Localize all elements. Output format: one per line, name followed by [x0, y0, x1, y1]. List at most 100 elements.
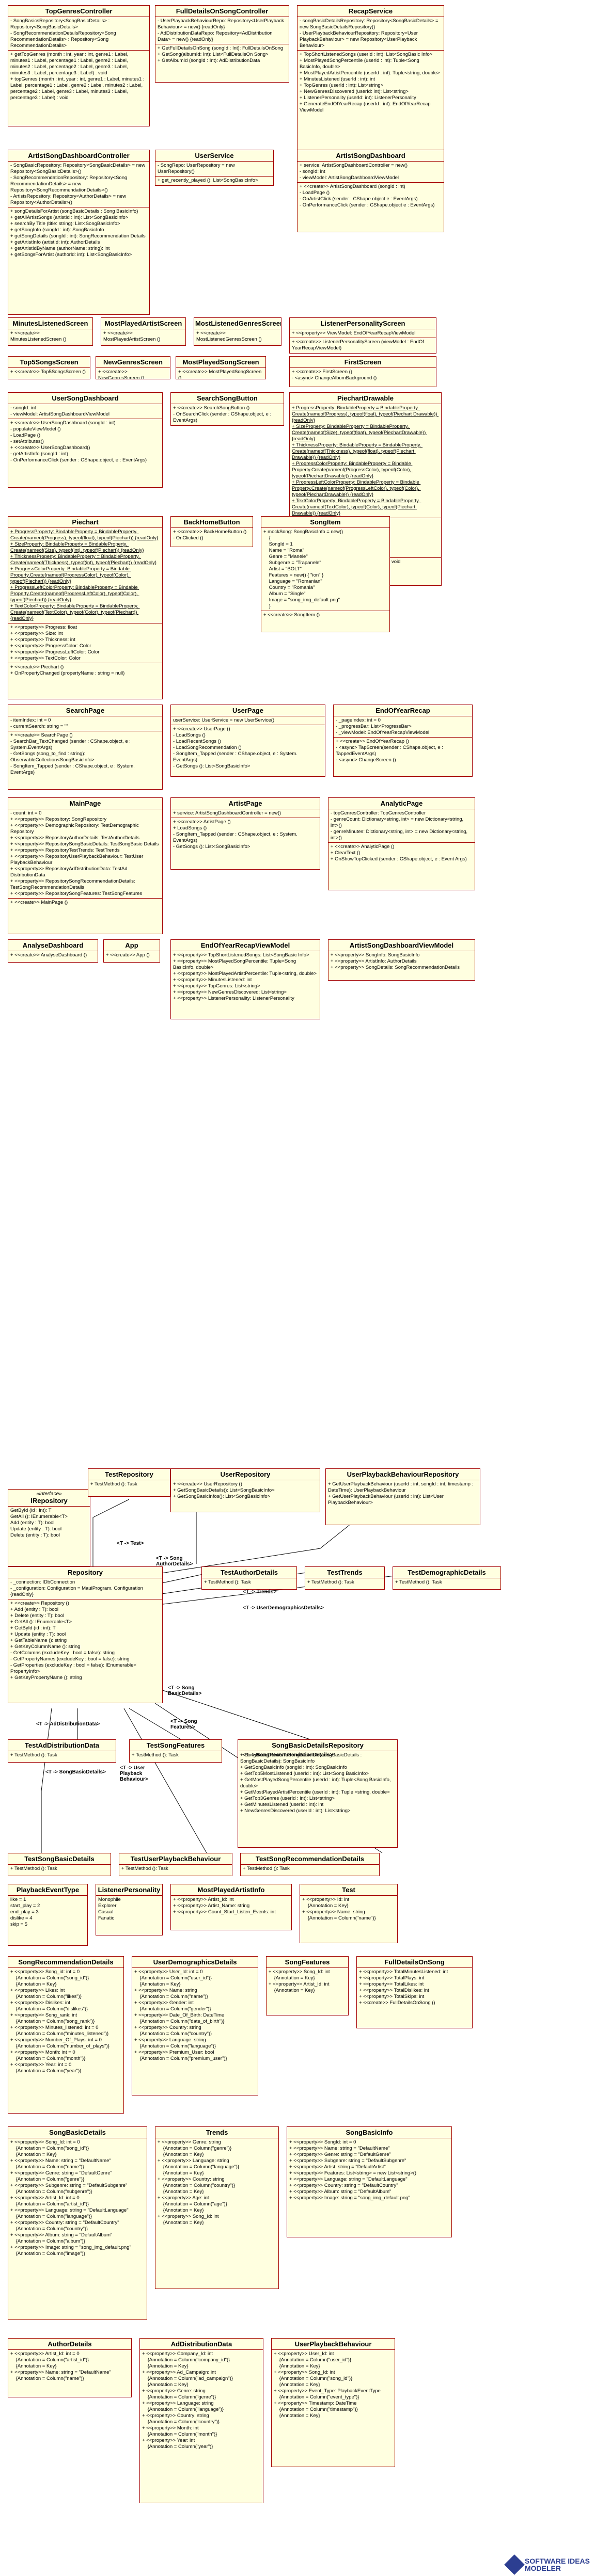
class-member: {Annotation = Column("date_of_birth")}: [134, 2019, 225, 2024]
class-member: - _viewModel: EndOfYearRecapViewModel: [336, 730, 430, 735]
class-box-analyticpage[interactable]: AnalyticPage- topGenresController: TopGe…: [328, 797, 475, 890]
class-box-addistributiondata[interactable]: AdDistributionData+ <<property>> Company…: [139, 2338, 263, 2503]
class-box-app[interactable]: App+ <<create>> App (): [103, 939, 160, 963]
class-member: - topGenresController: TopGenresControll…: [331, 810, 426, 816]
class-box-songbasicdetailsrepository[interactable]: SongBasicDetailsRepository+ SongBasicDet…: [238, 1739, 398, 1848]
class-member: + <<property>> ArtistInfo: AuthorDetails: [331, 958, 417, 964]
class-box-mostplayedartistinfo[interactable]: MostPlayedArtistInfo+ <<property>> Artis…: [170, 1884, 292, 1930]
class-name: AnalyseDashboard: [22, 941, 84, 949]
class-member: + <<property>> Number_Of_Plays: int = 0: [10, 2037, 102, 2043]
class-box-mainpage[interactable]: MainPage- count: int = 0+ <<property>> R…: [8, 797, 163, 934]
class-box-userrepository[interactable]: UserRepository+ <<create>> UserRepositor…: [170, 1468, 320, 1512]
class-box-usersongdashboard[interactable]: UserSongDashboard- songId: int- viewMode…: [8, 392, 163, 488]
class-box-songbasicdetails[interactable]: SongBasicDetails+ <<property>> Song_Id: …: [8, 2126, 147, 2320]
class-member: + <<property>> ProgressColor: Color: [10, 643, 91, 649]
class-box-searchpage[interactable]: SearchPage- itemIndex: int = 0- currentS…: [8, 705, 163, 790]
class-box-authordetails[interactable]: AuthorDetails+ <<property>> Artist_Id: i…: [8, 2338, 132, 2397]
class-box-firstscreen[interactable]: FirstScreen+ <<create>> FirstScreen ()- …: [289, 356, 436, 387]
class-box-artistsongdashboardcontroller[interactable]: ArtistSongDashboardController- SongBasic…: [8, 150, 150, 315]
class-member: + <<create>> Piechart (): [10, 664, 64, 670]
class-member: Fanatic: [98, 1915, 115, 1921]
class-member: + <<property>> Country: string: [134, 2025, 201, 2030]
class-box-endofyearrecapviewmodel[interactable]: EndOfYearRecapViewModel+ <<property>> To…: [170, 939, 320, 1019]
class-member: + service: ArtistSongDashboardController…: [300, 163, 408, 168]
class-box-testsongfeatures[interactable]: TestSongFeatures+ TestMethod (): Task: [129, 1739, 222, 1763]
class-member: Subgenre = "Trapanele": [263, 560, 321, 566]
class-box-userplaybackbehaviourrepository[interactable]: UserPlaybackBehaviourRepository+ GetUser…: [325, 1468, 480, 1525]
class-title: UserRepository: [171, 1469, 320, 1480]
class-box-piechart[interactable]: Piechart+ ProgressProperty: BindableProp…: [8, 516, 163, 699]
class-box-endofyearrecap[interactable]: EndOfYearRecap- _pageIndex: int = 0- _pr…: [333, 705, 473, 777]
class-box-testtrends[interactable]: TestTrends+ TestMethod (): Task: [305, 1566, 385, 1590]
class-box-recapservice[interactable]: RecapService- songBasicDetailsRepository…: [297, 5, 444, 163]
class-section: userService: UserService = new UserServi…: [171, 716, 325, 725]
class-section: - UserPlaybackBehaviourRepo: Repository<…: [155, 17, 289, 44]
class-member: {Annotation = Column("ad_campaign")}: [142, 2376, 233, 2381]
class-box-artistpage[interactable]: ArtistPage+ service: ArtistSongDashboard…: [170, 797, 320, 870]
class-box-songfeatures[interactable]: SongFeatures+ <<property>> Song_Id: int …: [266, 1956, 349, 2015]
class-box-songbasicinfo[interactable]: SongBasicInfo+ <<property>> SongId: int …: [287, 2126, 452, 2237]
class-box-testauthordetails[interactable]: TestAuthorDetails+ TestMethod (): Task: [201, 1566, 297, 1590]
class-section: + <<create>> UserSongDashboard (songId :…: [8, 419, 162, 465]
class-member: + <<property>> Artist_Id: int: [269, 1981, 330, 1987]
class-member: + <<property>> Event_Type: PlaybackEvent…: [274, 2388, 381, 2394]
class-member: - OnPerformanceClick (sender : CShape.ob…: [10, 457, 147, 463]
class-member: {Annotation = Column("age")}: [158, 2201, 227, 2207]
class-member: + <<property>> TopGenres: List<string>: [173, 983, 260, 989]
class-member: + TestMethod (): Task: [132, 1752, 179, 1758]
class-box-userplaybackbehaviour[interactable]: UserPlaybackBehaviour+ <<property>> User…: [271, 2338, 395, 2467]
class-box-mostplayedsongscreen[interactable]: MostPlayedSongScreen+ <<create>> MostPla…: [176, 356, 266, 379]
class-member: + <<property>> TotalPlays: int: [359, 1975, 425, 1981]
class-section: + <<create>> MostPlayedArtistScreen (): [101, 329, 185, 344]
class-box-mostlistenedgenresscreen[interactable]: MostListenedGenresScreen+ <<create>> Mos…: [194, 317, 281, 346]
class-member: {Annotation = Key}: [158, 2152, 204, 2157]
class-title: MostPlayedArtistInfo: [171, 1884, 291, 1896]
class-box-analysedashboard[interactable]: AnalyseDashboard+ <<create>> AnalyseDash…: [8, 939, 98, 963]
class-box-testaddistributiondata[interactable]: TestAdDistributionData+ TestMethod (): T…: [8, 1739, 116, 1763]
class-box-test[interactable]: Test+ <<property>> Id: int {Annotation =…: [300, 1884, 398, 1943]
class-title: TestRepository: [88, 1469, 170, 1480]
class-member: + get_recently_played (): List<SongBasic…: [158, 178, 258, 183]
class-member: + <<property>> Count_Start_Listen_Events…: [173, 1909, 276, 1915]
class-box-fulldetailsonsongcontroller[interactable]: FullDetailsOnSongController- UserPlaybac…: [155, 5, 289, 83]
class-member: + <<property>> ListenerPersonality: List…: [173, 996, 294, 1001]
class-box-repository[interactable]: Repository- _connection: IDbConnection- …: [8, 1566, 163, 1703]
class-member: {Annotation = Column("artist_id")}: [10, 2357, 89, 2363]
class-box-testsongbasicdetails[interactable]: TestSongBasicDetails+ TestMethod (): Tas…: [8, 1853, 111, 1876]
class-box-testdemographicdetails[interactable]: TestDemographicDetails+ TestMethod (): T…: [393, 1566, 501, 1590]
class-box-userdemographicsdetails[interactable]: UserDemographicsDetails+ <<property>> Us…: [132, 1956, 258, 2095]
class-box-testsongrecommendationdetails[interactable]: TestSongRecommendationDetails+ TestMetho…: [240, 1853, 380, 1876]
class-box-topgenrescontroller[interactable]: TopGenresController- SongBasicsRepositor…: [8, 5, 150, 126]
class-box-listenerpersonalityscreen[interactable]: ListenerPersonalityScreen+ <<property>> …: [289, 317, 436, 354]
class-box-artistsongdashboard[interactable]: ArtistSongDashboard+ service: ArtistSong…: [297, 150, 444, 232]
class-box-backhomebutton[interactable]: BackHomeButton+ <<create>> BackHomeButto…: [170, 516, 253, 547]
class-member: + <<property>> Song_Id: int = 0: [10, 2139, 80, 2145]
class-member: {Annotation = Column("name")}: [10, 2164, 84, 2170]
class-member: GetById (id : int): T: [10, 1508, 52, 1513]
class-member: - SongRepo: UserRepository = new UserRep…: [158, 163, 237, 174]
class-box-songrecommendationdetails[interactable]: SongRecommendationDetails+ <<property>> …: [8, 1956, 124, 2114]
class-box-testuserplaybackbehaviour[interactable]: TestUserPlaybackBehaviour+ TestMethod ()…: [119, 1853, 232, 1876]
class-title: ListenerPersonalityScreen: [290, 318, 436, 329]
class-box-trends[interactable]: Trends+ <<property>> Genre: string {Anno…: [155, 2126, 279, 2289]
class-member: + <<property>> ProgressLeftColor: Color: [10, 649, 100, 655]
class-member: {Annotation = Column("number_of_plays")}: [10, 2043, 109, 2049]
class-box-songitem[interactable]: SongItem+ mockSong: SongBasicInfo = new(…: [261, 516, 390, 632]
class-member: Genre = "Manele": [263, 554, 308, 559]
class-box-searchsongbutton[interactable]: SearchSongButton+ <<create>> SearchSongB…: [170, 392, 284, 426]
class-box-top5songsscreen[interactable]: Top5SongsScreen+ <<create>> Top5SongsScr…: [8, 356, 90, 379]
class-box-testrepository[interactable]: TestRepository+ TestMethod (): Task: [88, 1468, 170, 1497]
class-box-minuteslistenedscreen[interactable]: MinutesListenedScreen+ <<create>> Minute…: [8, 317, 93, 346]
class-section: - topGenresController: TopGenresControll…: [328, 809, 475, 843]
class-name: IRepository: [30, 1497, 68, 1505]
class-box-userservice[interactable]: UserService- SongRepo: UserRepository = …: [155, 150, 274, 186]
class-box-fulldetailsonsong[interactable]: FullDetailsOnSong+ <<property>> TotalMin…: [356, 1956, 473, 2028]
class-section: + TopShortListenedSongs (userId : int): …: [298, 51, 444, 115]
class-box-newgenresscreen[interactable]: NewGenresScreen+ <<create>> NewGenresScr…: [96, 356, 170, 379]
class-box-artistsongdashboardviewmodel[interactable]: ArtistSongDashboardViewModel+ <<property…: [328, 939, 475, 981]
class-box-mostplayedartistscreen[interactable]: MostPlayedArtistScreen+ <<create>> MostP…: [101, 317, 186, 346]
